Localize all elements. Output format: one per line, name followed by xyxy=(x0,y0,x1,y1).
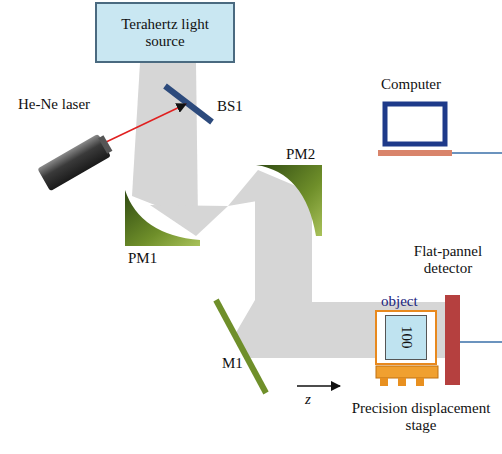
light-source-box: Terahertz light source xyxy=(95,2,235,63)
node-text: Terahertz light source xyxy=(101,16,229,49)
computer-label: Computer xyxy=(381,76,461,93)
component-label: M1 xyxy=(222,355,252,372)
parabolic-mirror xyxy=(125,190,200,246)
object-heading: object xyxy=(381,293,418,310)
laser-body xyxy=(37,132,114,192)
beam-splitter xyxy=(165,86,212,122)
computer-icon xyxy=(378,104,502,156)
laser-label: He-Ne laser xyxy=(18,96,118,113)
component-label: BS1 xyxy=(217,98,257,115)
component-label: PM2 xyxy=(286,146,326,163)
component-label: PM1 xyxy=(128,250,168,267)
stage-label: Precision displacement stage xyxy=(345,400,497,433)
displacement-stage xyxy=(376,366,438,386)
node-text: 100 xyxy=(398,326,415,349)
flat-panel-detector xyxy=(445,295,502,385)
plane-mirror xyxy=(216,300,266,393)
parabolic-mirror xyxy=(256,165,322,236)
laser-beam xyxy=(104,104,186,143)
sample-plate: 100 xyxy=(385,315,427,360)
axis-label: z xyxy=(305,391,321,408)
z-axis-arrow xyxy=(297,385,340,387)
object-holder: object100 xyxy=(375,310,437,365)
detector-label: Flat-pannel detector xyxy=(398,243,498,276)
